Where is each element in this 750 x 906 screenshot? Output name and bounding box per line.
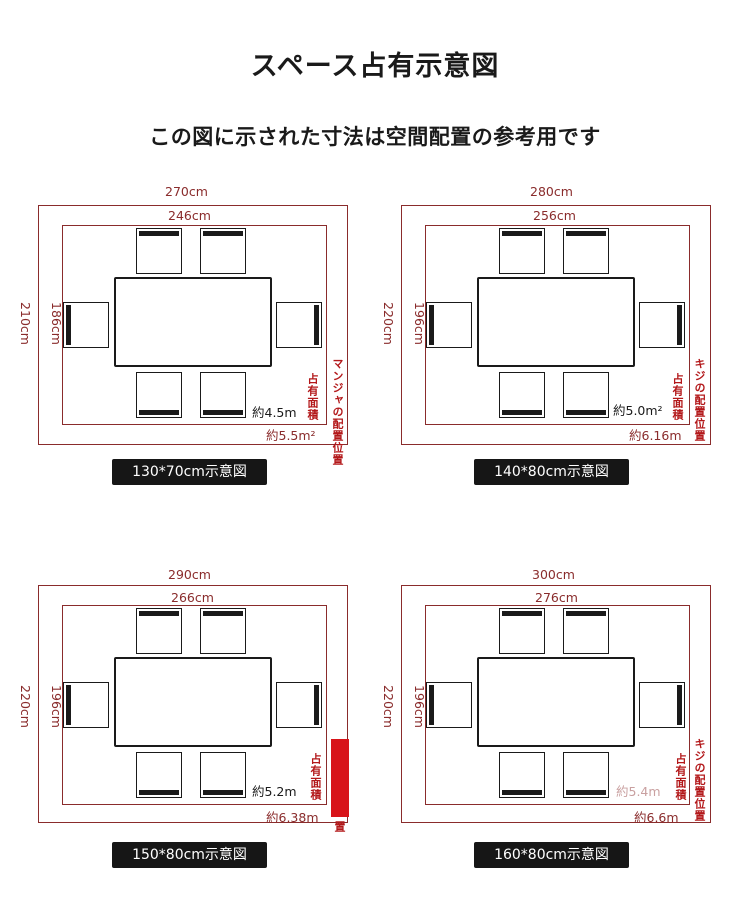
area-inner-label: 約5.0m² — [613, 403, 663, 418]
inner-area-rect — [425, 605, 690, 805]
chair-top-right — [563, 608, 609, 654]
chair-top-right — [200, 608, 246, 654]
outer-width-label: 270cm — [165, 184, 208, 199]
chair-bottom-right — [563, 752, 609, 798]
chair-bottom-right — [563, 372, 609, 418]
occupancy-label: 占有面積 — [674, 753, 687, 801]
inner-area-rect — [62, 605, 327, 805]
diagram-130x70: 270cm 246cm 210cm 186cm 約4.5m 約5.5m² 占有面… — [0, 180, 370, 500]
placement-label: 置 — [333, 821, 346, 833]
occupancy-label: 占有面積 — [671, 373, 684, 421]
diagram-caption: 150*80cm示意図 — [112, 842, 267, 868]
placement-highlight — [331, 739, 349, 817]
chair-top-left — [499, 608, 545, 654]
chair-right — [639, 302, 685, 348]
chair-bottom-left — [136, 752, 182, 798]
outer-height-label: 220cm — [380, 685, 396, 728]
chair-left — [63, 302, 109, 348]
occupancy-label: 占有面積 — [306, 373, 319, 421]
area-outer-label: 約5.5m² — [266, 428, 316, 443]
area-outer-label: 約6.38m — [266, 810, 319, 825]
chair-left — [426, 302, 472, 348]
outer-area-rect — [401, 585, 711, 823]
outer-area-rect — [38, 585, 348, 823]
chair-right — [276, 682, 322, 728]
inner-width-label: 246cm — [168, 208, 211, 223]
placement-label: マンジャの配置位置 — [331, 358, 344, 466]
area-inner-label: 約5.4m — [616, 784, 661, 799]
area-outer-label: 約6.16m — [629, 428, 682, 443]
dining-table — [477, 277, 635, 367]
chair-bottom-right — [200, 752, 246, 798]
inner-height-label: 196cm — [411, 685, 427, 728]
chair-bottom-left — [136, 372, 182, 418]
inner-area-rect — [62, 225, 327, 425]
inner-height-label: 186cm — [48, 302, 64, 345]
chair-top-right — [200, 228, 246, 274]
inner-area-rect — [425, 225, 690, 425]
chair-top-left — [499, 228, 545, 274]
dining-table — [114, 657, 272, 747]
page-subtitle: この図に示された寸法は空間配置の参考用です — [149, 125, 601, 149]
outer-height-label: 220cm — [17, 685, 33, 728]
outer-width-label: 280cm — [530, 184, 573, 199]
inner-height-label: 196cm — [48, 685, 64, 728]
outer-area-rect — [401, 205, 711, 445]
area-inner-label: 約5.2m — [252, 784, 297, 799]
occupancy-label: 占有面積 — [309, 753, 322, 801]
area-outer-label: 約6.6m — [634, 810, 679, 825]
chair-top-right — [563, 228, 609, 274]
diagram-140x80: 280cm 256cm 220cm 196cm 約5.0m² 約6.16m 占有… — [362, 180, 732, 500]
diagram-caption: 130*70cm示意図 — [112, 459, 267, 485]
diagram-150x80: 290cm 266cm 220cm 196cm 約5.2m 約6.38m 占有面… — [0, 563, 370, 883]
outer-width-label: 300cm — [532, 567, 575, 582]
chair-right — [639, 682, 685, 728]
inner-height-label: 196cm — [411, 302, 427, 345]
chair-top-left — [136, 608, 182, 654]
outer-height-label: 210cm — [17, 302, 33, 345]
inner-width-label: 256cm — [533, 208, 576, 223]
page-title: スペース占有示意図 — [250, 51, 500, 82]
chair-left — [426, 682, 472, 728]
diagram-caption: 160*80cm示意図 — [474, 842, 629, 868]
area-inner-label: 約4.5m — [252, 405, 297, 420]
chair-right — [276, 302, 322, 348]
outer-height-label: 220cm — [380, 302, 396, 345]
chair-left — [63, 682, 109, 728]
dining-table — [114, 277, 272, 367]
diagram-caption: 140*80cm示意図 — [474, 459, 629, 485]
outer-area-rect — [38, 205, 348, 445]
outer-width-label: 290cm — [168, 567, 211, 582]
dining-table — [477, 657, 635, 747]
inner-width-label: 276cm — [535, 590, 578, 605]
placement-label: キジの配置位置 — [693, 358, 706, 442]
chair-bottom-left — [499, 752, 545, 798]
chair-top-left — [136, 228, 182, 274]
chair-bottom-left — [499, 372, 545, 418]
placement-label: キジの配置位置 — [693, 738, 706, 822]
chair-bottom-right — [200, 372, 246, 418]
diagram-160x80: 300cm 276cm 220cm 196cm 約5.4m 約6.6m 占有面積… — [362, 563, 732, 883]
inner-width-label: 266cm — [171, 590, 214, 605]
